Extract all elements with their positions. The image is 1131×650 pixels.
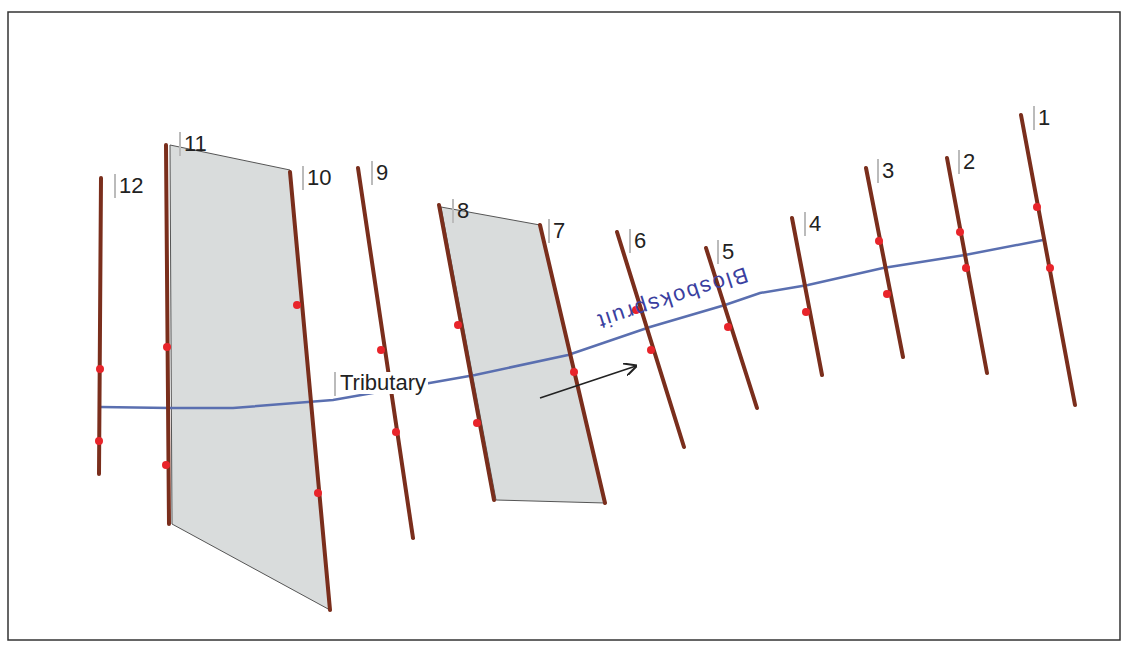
section-number: 11 bbox=[184, 133, 207, 155]
tributary-label: Tributary bbox=[338, 372, 428, 394]
section-number: 3 bbox=[882, 160, 894, 182]
river-line bbox=[100, 240, 1043, 408]
cross-sections bbox=[99, 115, 1075, 610]
section-number: 10 bbox=[307, 167, 331, 189]
section-number: 9 bbox=[376, 162, 388, 184]
section-number: 5 bbox=[722, 241, 734, 263]
section-number: 1 bbox=[1038, 107, 1050, 129]
section-number: 4 bbox=[809, 213, 821, 235]
section-number: 12 bbox=[119, 175, 143, 197]
section-number: 8 bbox=[457, 200, 469, 222]
river-name: Blosbokspruit bbox=[593, 263, 750, 333]
flow-arrow bbox=[540, 366, 636, 398]
survey-points bbox=[95, 203, 1054, 497]
section-number: 7 bbox=[553, 220, 565, 242]
label-ticks bbox=[115, 106, 1034, 396]
section-number: 2 bbox=[963, 151, 975, 173]
section-number: 6 bbox=[634, 230, 646, 252]
shaded-section bbox=[170, 145, 330, 610]
frame bbox=[8, 12, 1120, 640]
